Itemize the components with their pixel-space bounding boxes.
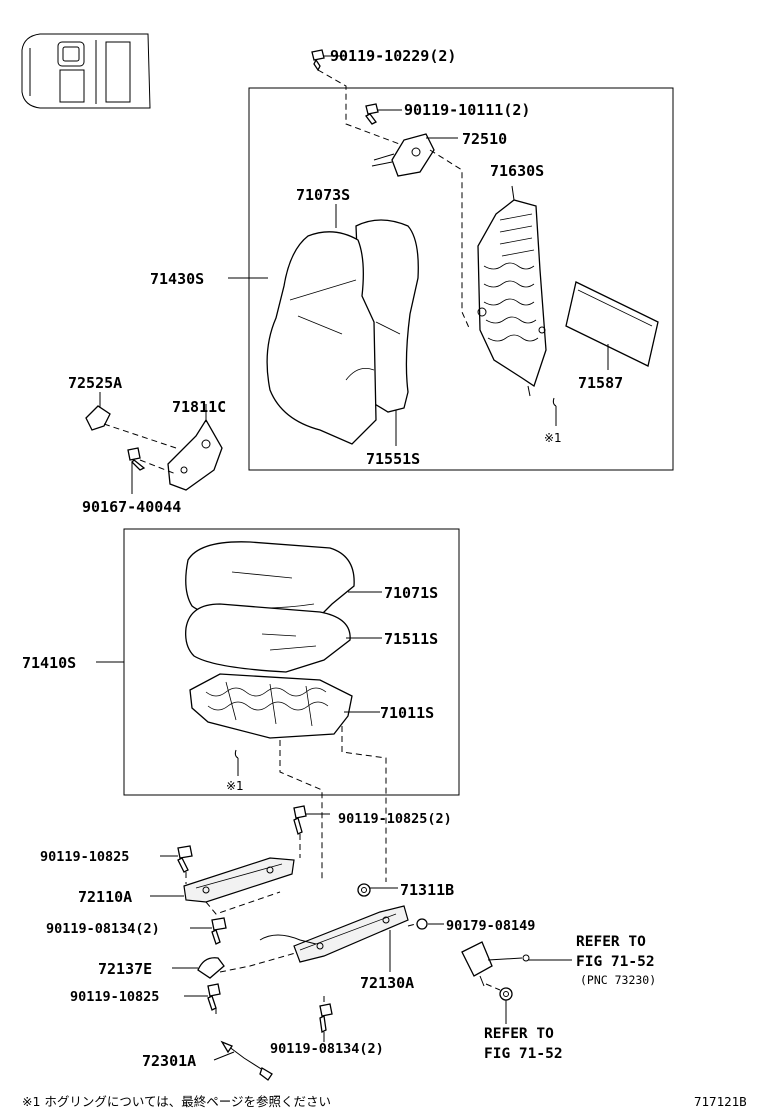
label-72137E: 72137E	[98, 960, 152, 978]
bolt-90119-10825-upper-icon	[293, 805, 307, 835]
bolt-90119-08134-left-icon	[211, 917, 227, 945]
label-71430S: 71430S	[150, 270, 204, 288]
label-71587: 71587	[578, 374, 623, 392]
label-71630S: 71630S	[490, 162, 544, 180]
label-71011S: 71011S	[380, 704, 434, 722]
label-72301A: 72301A	[142, 1052, 196, 1070]
label-90167-40044: 90167-40044	[82, 498, 181, 516]
cushion-pad-71511S-icon	[185, 603, 351, 673]
bolt-90119-08134-lower-icon	[319, 1003, 333, 1033]
label-90119-10825-2: 90119-10825(2)	[338, 811, 452, 827]
label-71511S: 71511S	[384, 630, 438, 648]
hog-ring-mark-lower: ※1	[226, 779, 244, 793]
seat-rail-72130A-icon	[259, 905, 409, 963]
refer-pnc: (PNC 73230)	[580, 973, 656, 987]
refer-to-2-line1: REFER TO	[484, 1026, 554, 1042]
nut-refer-icon	[499, 987, 513, 1001]
vehicle-location-icon	[21, 33, 151, 109]
label-72510: 72510	[462, 130, 507, 148]
label-72525A: 72525A	[68, 374, 122, 392]
label-71551S: 71551S	[366, 450, 420, 468]
label-90179-08149: 90179-08149	[446, 918, 535, 934]
label-90119-10111: 90119-10111(2)	[404, 101, 530, 119]
label-72130A: 72130A	[360, 974, 414, 992]
label-90119-08134-a: 90119-08134(2)	[46, 921, 160, 937]
cap-72525A-icon	[85, 405, 111, 431]
cable-72301A-icon	[220, 1040, 273, 1081]
label-71811C: 71811C	[172, 398, 226, 416]
label-90119-10229: 90119-10229(2)	[330, 47, 456, 65]
bolt-90119-10111-icon	[365, 103, 379, 125]
label-71311B: 71311B	[400, 881, 454, 899]
board-71587-icon	[565, 281, 659, 367]
hog-ring-mark-upper: ※1	[544, 431, 562, 445]
refer-to-line2: FIG 71-52	[576, 954, 655, 970]
seatback-group-box	[248, 87, 674, 471]
refer-to-line1: REFER TO	[576, 934, 646, 950]
figure-id: 717121B	[694, 1094, 747, 1109]
footnote: ※1 ホグリングについては、最終ページを参照ください	[22, 1094, 331, 1109]
cushion-frame-71011S-icon	[189, 673, 353, 739]
label-71073S: 71073S	[296, 186, 350, 204]
bolt-90119-10825-left-icon	[177, 845, 193, 873]
seatback-cover-71073S-icon	[266, 219, 419, 445]
nut-71311B-icon	[357, 883, 371, 897]
label-90119-08134-b: 90119-08134(2)	[270, 1041, 384, 1057]
seatback-frame-71630S-icon	[477, 199, 547, 397]
label-90119-10825-b: 90119-10825	[70, 989, 159, 1005]
nut-90179-08149-icon	[416, 918, 428, 930]
bolt-90119-10229-icon	[311, 49, 325, 72]
label-71071S: 71071S	[384, 584, 438, 602]
bolt-90119-10825-lower-icon	[207, 983, 221, 1011]
bracket-72510-icon	[371, 133, 435, 177]
label-90119-10825-a: 90119-10825	[40, 849, 129, 865]
belt-buckle-icon	[461, 941, 530, 987]
hog-ring-upper-icon	[552, 397, 557, 407]
label-71410S: 71410S	[22, 654, 76, 672]
hog-ring-lower-icon	[234, 749, 239, 759]
label-72110A: 72110A	[78, 888, 132, 906]
refer-to-2-line2: FIG 71-52	[484, 1046, 563, 1062]
seat-rail-72110A-icon	[183, 857, 295, 903]
screw-90167-40044-icon	[127, 447, 146, 471]
cover-72137E-icon	[197, 957, 225, 979]
bracket-71811C-icon	[167, 418, 223, 491]
